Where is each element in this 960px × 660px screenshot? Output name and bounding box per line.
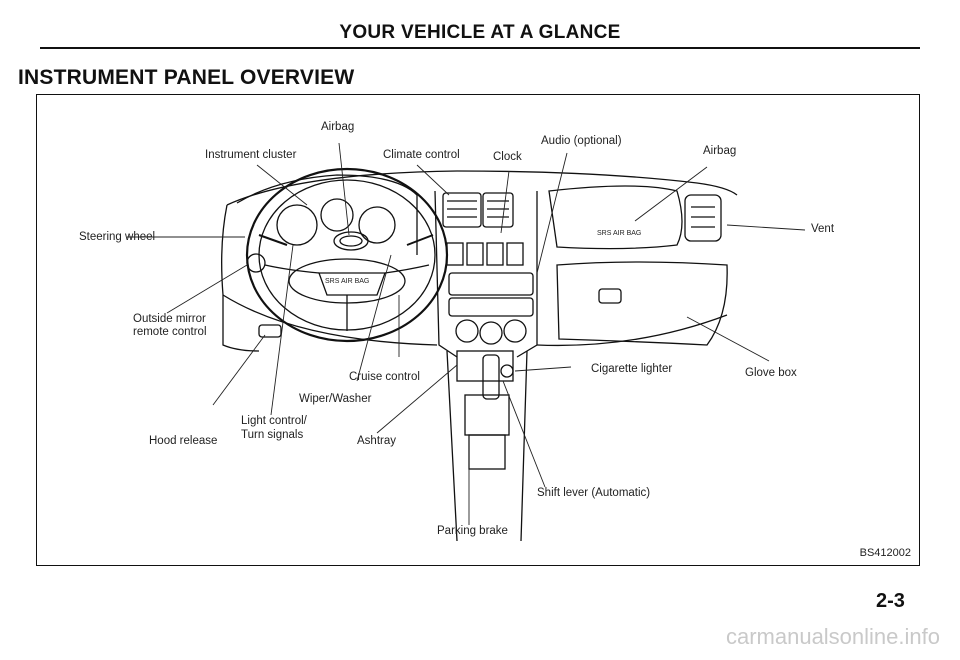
label-hood-release: Hood release [149, 435, 218, 447]
label-wiper-washer: Wiper/Washer [299, 393, 372, 405]
srs-airbag-wheel-text: SRS AIR BAG [325, 278, 370, 285]
label-outside-mirror: Outside mirror [133, 313, 206, 325]
label-glove-box: Glove box [745, 367, 797, 379]
label-climate-control: Climate control [383, 149, 460, 161]
label-airbag-driver: Airbag [321, 121, 355, 133]
label-outside-mirror-line2: remote control [133, 326, 207, 338]
label-parking-brake: Parking brake [437, 525, 508, 537]
label-light-control: Light control/ [241, 415, 307, 427]
section-title: INSTRUMENT PANEL OVERVIEW [18, 66, 355, 89]
srs-airbag-passenger-text: SRS AIR BAG [597, 230, 642, 237]
callout-lines [127, 142, 806, 525]
diagram-frame: Airbag Instrument cluster Climate contro… [36, 94, 920, 566]
label-vent: Vent [811, 223, 835, 235]
label-instrument-cluster: Instrument cluster [205, 149, 297, 161]
watermark: carmanualsonline.info [725, 624, 940, 649]
label-steering-wheel: Steering wheel [79, 231, 156, 243]
label-ashtray: Ashtray [357, 435, 396, 447]
page-header: YOUR VEHICLE AT A GLANCE [339, 22, 621, 43]
label-cruise-control: Cruise control [349, 371, 420, 383]
label-shift-lever: Shift lever (Automatic) [537, 487, 651, 499]
page-number: 2-3 [876, 590, 905, 612]
label-turn-signals: Turn signals [241, 429, 304, 441]
figure-code: BS412002 [859, 547, 911, 559]
header-rule [40, 47, 920, 49]
label-cigarette-lighter: Cigarette lighter [591, 363, 673, 375]
label-airbag-passenger: Airbag [703, 145, 737, 157]
label-clock: Clock [493, 151, 522, 163]
label-audio: Audio (optional) [541, 135, 622, 147]
